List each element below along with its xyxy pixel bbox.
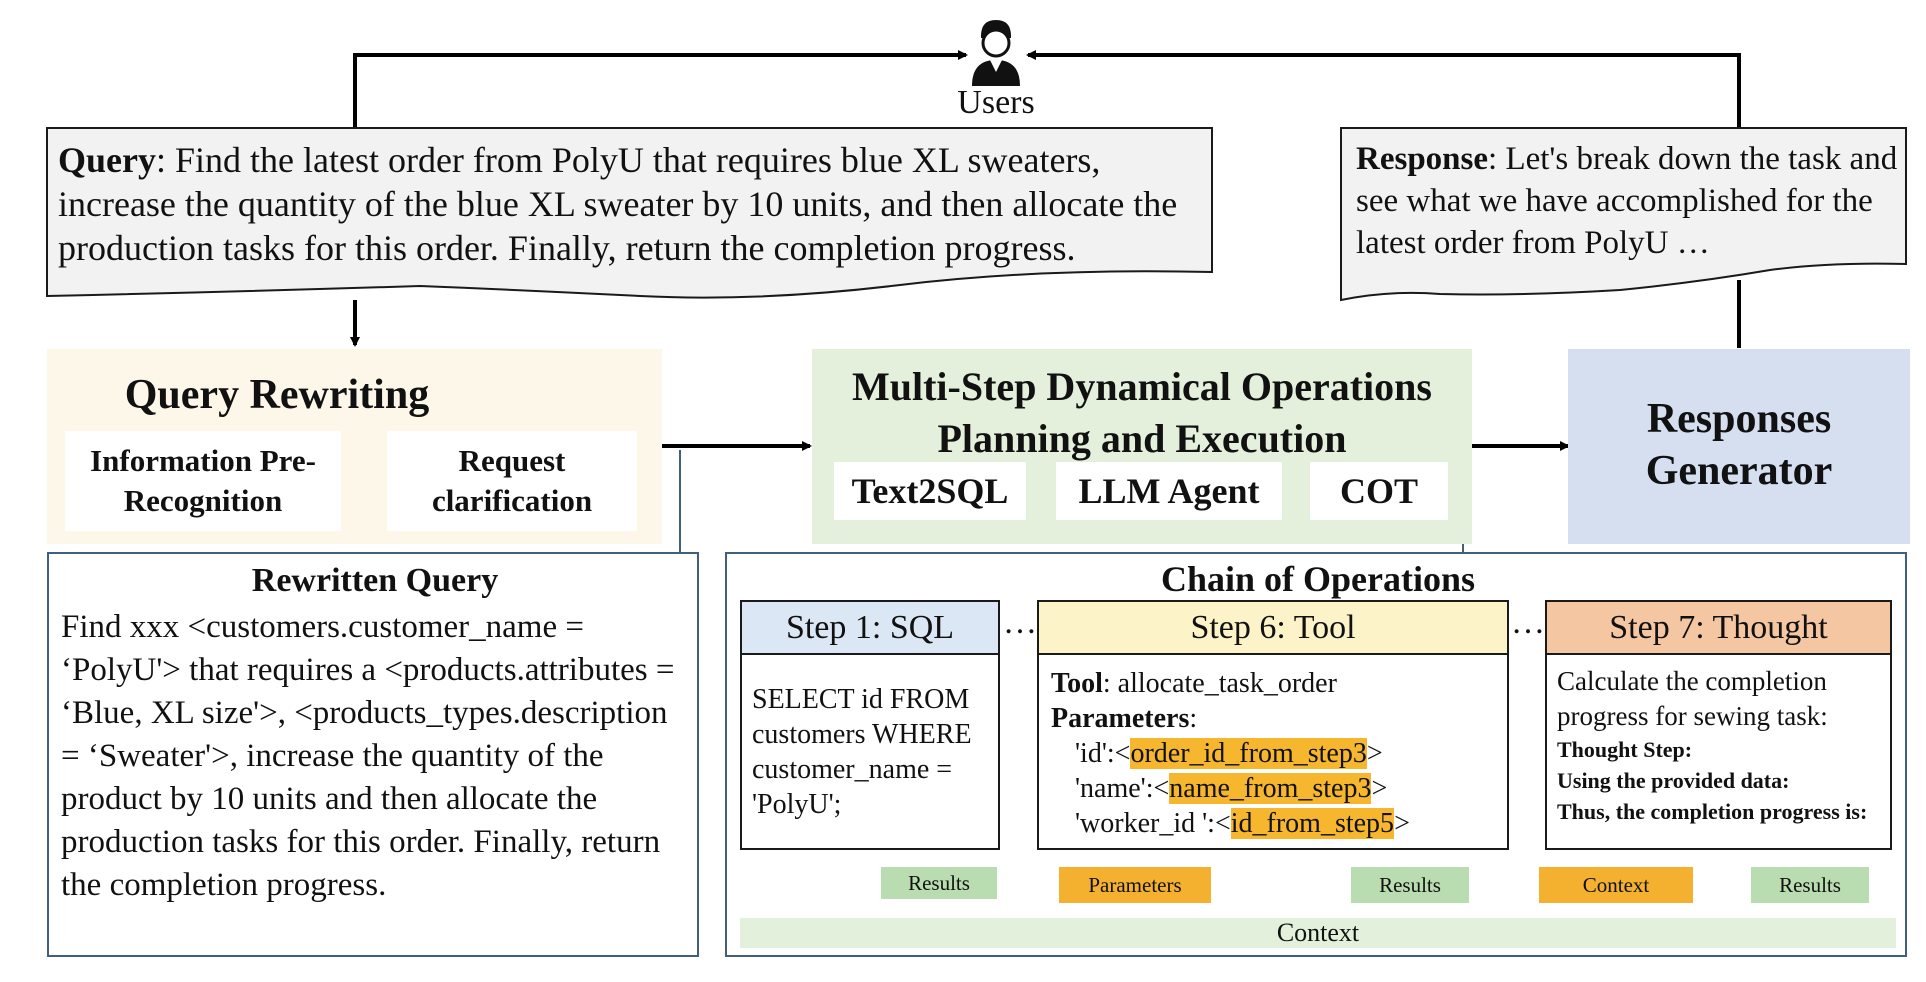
step1-body: SELECT id FROM customers WHERE customer_…: [752, 684, 972, 820]
ellipsis-2: …: [1511, 604, 1545, 641]
planning-title: Multi-Step Dynamical Operations Planning…: [852, 364, 1432, 461]
param-value-highlight: name_from_step3: [1169, 773, 1372, 804]
step7-box: Step 7: Thought Calculate the completion…: [1545, 600, 1892, 850]
ellipsis-1: …: [1003, 604, 1037, 641]
step1-header: Step 1: SQL: [742, 602, 998, 655]
step6-header: Step 6: Tool: [1039, 602, 1507, 655]
rewritten-query-panel: Rewritten Query Find xxx <customers.cust…: [47, 552, 699, 957]
rewritten-query-title: Rewritten Query: [251, 562, 499, 599]
response-box: Response: Let's break down the task and …: [1356, 138, 1901, 264]
response-doc-shape: [1340, 127, 1907, 302]
step7-body: Calculate the completion progress for se…: [1557, 664, 1887, 827]
param-close: >: [1366, 738, 1383, 769]
param-close: >: [1371, 773, 1388, 804]
query-box: Query: Find the latest order from PolyU …: [58, 138, 1203, 270]
step7-completion: Thus, the completion progress is:: [1557, 799, 1868, 824]
param-key: 'worker_id ':<: [1075, 808, 1231, 839]
responses-generator-title: Responses Generator: [1645, 396, 1833, 494]
param-key: 'id':<: [1075, 738, 1131, 769]
cot-box: COT: [1310, 462, 1448, 520]
users-node: Users: [930, 16, 1062, 126]
step6-params-line: Parameters:: [1051, 701, 1501, 736]
chain-of-operations-panel: Chain of Operations Step 1: SQL SELECT i…: [725, 552, 1907, 957]
arrow-response-to-users: [1026, 50, 1741, 128]
results-tag-2: Results: [1351, 867, 1469, 903]
query-doc-shape: [46, 127, 1213, 299]
query-rewriting-title: Query Rewriting: [124, 372, 430, 418]
step6-box: Step 6: Tool Tool: allocate_task_order P…: [1037, 600, 1509, 850]
context-tag: Context: [1539, 867, 1693, 903]
step6-param-row: 'name':<name_from_step3>: [1051, 771, 1501, 806]
information-pre-recognition: Information Pre-Recognition: [65, 431, 341, 531]
arrow-query-to-users: [353, 50, 968, 128]
text2sql-box: Text2SQL: [834, 462, 1026, 520]
step7-header: Step 7: Thought: [1547, 602, 1890, 655]
step6-body: Tool: allocate_task_order Parameters: 'i…: [1051, 666, 1501, 841]
step1-box: Step 1: SQL SELECT id FROM customers WHE…: [740, 600, 1000, 850]
results-tag-3: Results: [1751, 867, 1869, 903]
step7-thought-step: Thought Step:: [1557, 737, 1693, 762]
context-bar: Context: [740, 918, 1896, 948]
step6-param-row: 'worker_id ':<id_from_step5>: [1051, 806, 1501, 841]
step6-params-label: Parameters: [1051, 703, 1190, 734]
param-value-highlight: order_id_from_step3: [1130, 738, 1367, 769]
query-label: Query: [58, 140, 156, 180]
step6-params-colon: :: [1189, 703, 1198, 734]
param-close: >: [1394, 808, 1410, 839]
query-text: : Find the latest order from PolyU that …: [58, 140, 1178, 268]
parameters-tag: Parameters: [1059, 867, 1211, 903]
rewritten-query-text: Find xxx <customers.customer_name = ‘Pol…: [61, 609, 675, 903]
context-bar-label: Context: [1276, 918, 1360, 947]
user-icon: [968, 16, 1024, 86]
planning-panel: Multi-Step Dynamical Operations Planning…: [812, 349, 1472, 544]
users-label: Users: [957, 84, 1035, 121]
request-clarification: Request clarification: [387, 431, 637, 531]
responses-generator-panel: Responses Generator: [1568, 349, 1910, 544]
response-text: : Let's break down the task and see what…: [1356, 141, 1898, 261]
step6-param-row: 'id':<order_id_from_step3>: [1051, 736, 1501, 771]
query-rewriting-panel: Query Rewriting Information Pre-Recognit…: [47, 349, 662, 544]
step7-text: Calculate the completion progress for se…: [1557, 666, 1828, 731]
param-key: 'name':<: [1075, 773, 1170, 804]
step6-tool-label: Tool: [1051, 668, 1103, 699]
results-tag-1: Results: [881, 867, 997, 899]
param-value-highlight: id_from_step5: [1230, 808, 1395, 839]
llm-agent-box: LLM Agent: [1056, 462, 1282, 520]
step6-tool-value: : allocate_task_order: [1102, 668, 1337, 699]
step6-tool-line: Tool: allocate_task_order: [1051, 666, 1501, 701]
response-label: Response: [1356, 141, 1489, 177]
step7-provided-data: Using the provided data:: [1557, 768, 1790, 793]
chain-title: Chain of Operations: [1160, 559, 1476, 599]
